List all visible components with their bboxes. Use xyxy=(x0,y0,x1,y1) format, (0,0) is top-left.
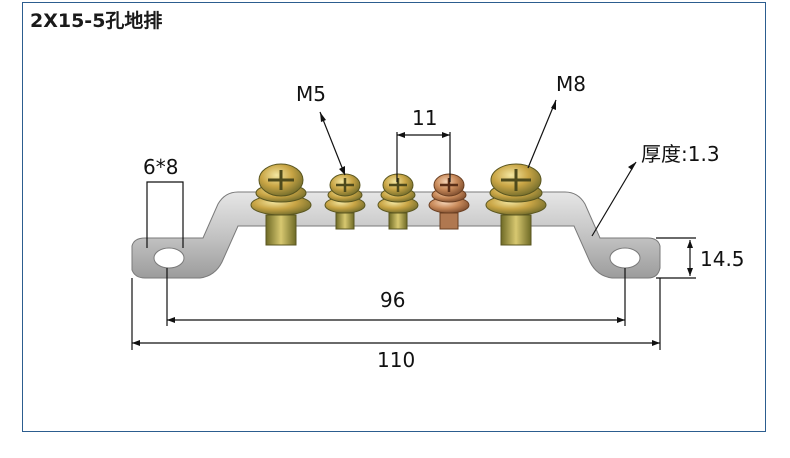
screw-m5-2 xyxy=(377,173,419,230)
pitch-label: 11 xyxy=(412,106,438,130)
thread-m8-label: M8 xyxy=(556,72,586,96)
dimension-arrowheads xyxy=(132,100,693,346)
height-label: 14.5 xyxy=(700,247,745,271)
screw-m8-right xyxy=(485,163,547,246)
screw-m8-left xyxy=(250,163,312,246)
hole-spacing-label: 96 xyxy=(380,288,406,312)
product-title: 2X15-5孔地排 xyxy=(30,10,163,32)
hole-size-label: 6*8 xyxy=(143,155,179,179)
mounting-hole-left xyxy=(153,247,185,269)
mounting-hole-right xyxy=(609,247,641,269)
thickness-label: 厚度:1.3 xyxy=(641,142,720,166)
total-length-label: 110 xyxy=(377,348,416,372)
screw-m5-1 xyxy=(324,173,366,230)
thread-m5-label: M5 xyxy=(296,82,326,106)
screw-m5-3 xyxy=(428,173,470,230)
